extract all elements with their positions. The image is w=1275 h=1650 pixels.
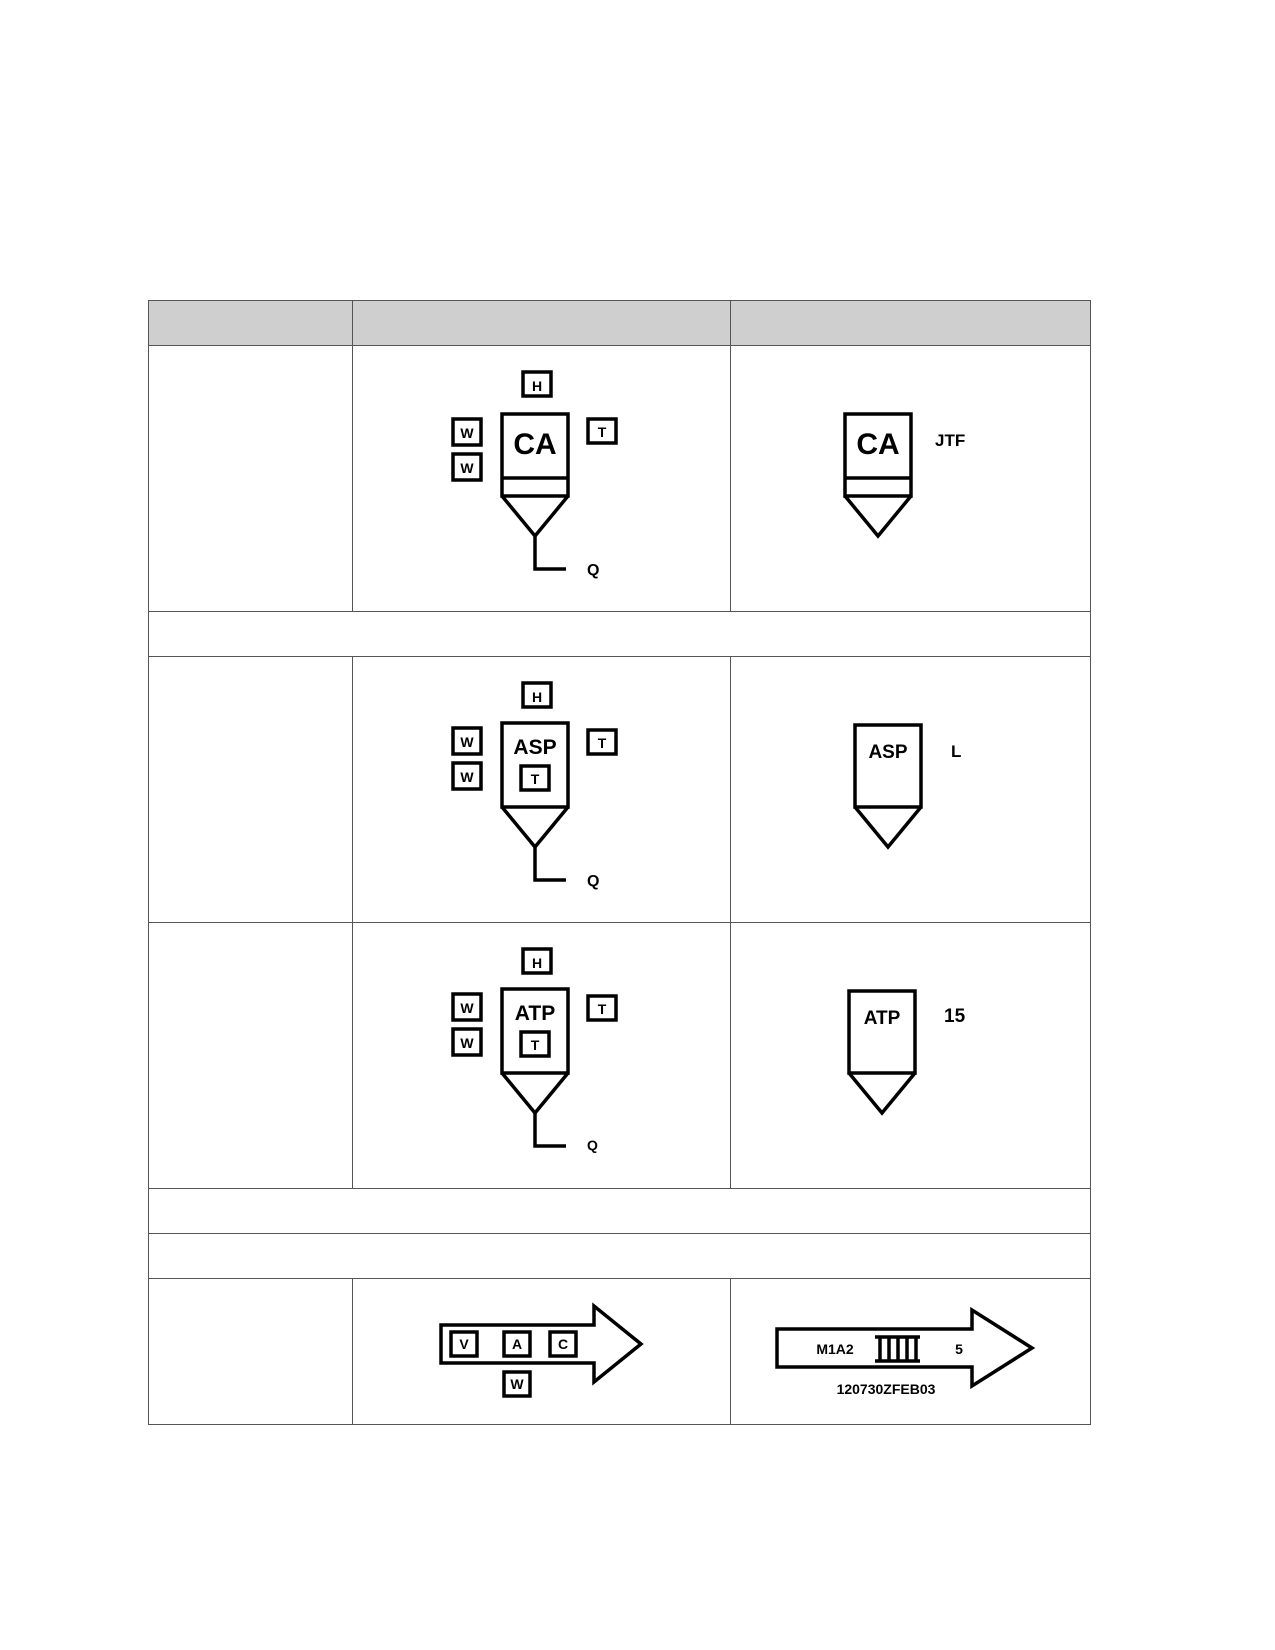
main-frame bbox=[499, 987, 570, 1075]
row-label bbox=[148, 345, 353, 612]
section-separator bbox=[148, 611, 1091, 657]
inner-box-label: T bbox=[530, 771, 539, 787]
top-box-label: H bbox=[531, 689, 541, 705]
right-box-frame bbox=[585, 728, 618, 756]
right-box-label: T bbox=[597, 735, 606, 751]
left-box-label: W bbox=[460, 1000, 474, 1016]
header-col-2 bbox=[352, 300, 731, 346]
below-box-frame bbox=[501, 1370, 532, 1398]
left-box-frame bbox=[450, 726, 483, 756]
inner-box-label: T bbox=[530, 1037, 539, 1053]
table-row: H W W T CA Q CA JTF bbox=[148, 345, 1091, 612]
arrow-box-label: A bbox=[511, 1336, 521, 1352]
main-frame bbox=[499, 412, 570, 498]
side-label: JTF bbox=[935, 431, 965, 450]
header-col-1 bbox=[148, 300, 353, 346]
left-box-frame bbox=[450, 452, 483, 482]
section-separator-row bbox=[148, 1233, 1091, 1279]
asp-template-symbol: H W W T ASP T Q bbox=[450, 681, 618, 890]
main-symbol-label: CA bbox=[856, 428, 899, 461]
main-frame bbox=[842, 412, 913, 498]
section-separator bbox=[148, 1233, 1091, 1279]
left-box-label: W bbox=[460, 460, 474, 476]
left-box-frame bbox=[450, 1027, 483, 1057]
dtg-label: 120730ZFEB03 bbox=[836, 1381, 935, 1397]
side-label: 15 bbox=[944, 1006, 966, 1027]
side-label: L bbox=[951, 742, 961, 761]
count-label: 5 bbox=[955, 1341, 963, 1357]
top-box-frame bbox=[520, 681, 553, 709]
asp-example-symbol: ASP L bbox=[852, 723, 961, 850]
table-header-row bbox=[148, 300, 1091, 346]
main-symbol-label: ATP bbox=[514, 1002, 554, 1025]
top-box-label: H bbox=[531, 378, 541, 394]
ca-template-symbol: H W W T CA Q bbox=[450, 370, 618, 579]
stem-label: Q bbox=[587, 873, 599, 890]
right-box-label: T bbox=[597, 1001, 606, 1017]
unit-label: M1A2 bbox=[816, 1341, 854, 1357]
table-row: V A C W M1A2 5 120730Z bbox=[148, 1278, 1091, 1425]
table-row: H W W T ATP T Q ATP 15 bbox=[148, 922, 1091, 1189]
example-cell: ATP 15 bbox=[730, 922, 1091, 1189]
section-separator-row bbox=[148, 1188, 1091, 1234]
below-box-label: W bbox=[510, 1376, 524, 1392]
arrow-box-label: V bbox=[459, 1336, 469, 1352]
main-symbol-label: CA bbox=[513, 428, 556, 461]
movement-arrow-example: M1A2 5 120730ZFEB03 bbox=[774, 1306, 1035, 1397]
inner-box-frame bbox=[518, 764, 551, 792]
right-box-label: T bbox=[597, 424, 606, 440]
example-cell: M1A2 5 120730ZFEB03 bbox=[730, 1278, 1091, 1425]
header-col-3 bbox=[730, 300, 1091, 346]
symbol-reference-table: H W W T CA Q CA JTF bbox=[148, 300, 1091, 1425]
arrow-outline bbox=[438, 1302, 644, 1386]
arrow-box-frame bbox=[501, 1330, 532, 1358]
section-separator-row bbox=[148, 611, 1091, 657]
example-cell: CA JTF bbox=[730, 345, 1091, 612]
main-symbol-label: ASP bbox=[868, 742, 907, 763]
movement-arrow-template: V A C W bbox=[438, 1302, 644, 1398]
template-cell: H W W T CA Q bbox=[352, 345, 731, 612]
template-cell: H W W T ASP T Q bbox=[352, 656, 731, 923]
right-box-frame bbox=[585, 994, 618, 1022]
inner-box-frame bbox=[518, 1030, 551, 1058]
ca-example-symbol: CA JTF bbox=[842, 412, 965, 539]
main-frame bbox=[499, 721, 570, 809]
top-box-frame bbox=[520, 370, 553, 398]
arrow-box-label: C bbox=[557, 1336, 567, 1352]
stem-label: Q bbox=[587, 562, 599, 579]
top-box-label: H bbox=[531, 955, 541, 971]
atp-example-symbol: ATP 15 bbox=[846, 989, 966, 1116]
atp-template-symbol: H W W T ATP T Q bbox=[450, 947, 618, 1153]
table-row: H W W T ASP T Q ASP L bbox=[148, 656, 1091, 923]
left-box-frame bbox=[450, 761, 483, 791]
stem-label: Q bbox=[587, 1137, 598, 1153]
left-box-label: W bbox=[460, 769, 474, 785]
section-separator bbox=[148, 1188, 1091, 1234]
arrow-outline bbox=[774, 1306, 1035, 1390]
example-cell: ASP L bbox=[730, 656, 1091, 923]
arrow-box-frame bbox=[547, 1330, 578, 1358]
main-symbol-label: ATP bbox=[863, 1008, 900, 1029]
top-box-frame bbox=[520, 947, 553, 975]
left-box-frame bbox=[450, 992, 483, 1022]
main-symbol-label: ASP bbox=[513, 736, 556, 759]
template-cell: V A C W bbox=[352, 1278, 731, 1425]
arrow-box-frame bbox=[448, 1330, 479, 1358]
row-label bbox=[148, 1278, 353, 1425]
row-label bbox=[148, 656, 353, 923]
left-box-frame bbox=[450, 417, 483, 447]
main-frame bbox=[846, 989, 917, 1075]
left-box-label: W bbox=[460, 425, 474, 441]
left-box-label: W bbox=[460, 1035, 474, 1051]
right-box-frame bbox=[585, 417, 618, 445]
row-label bbox=[148, 922, 353, 1189]
left-box-label: W bbox=[460, 734, 474, 750]
template-cell: H W W T ATP T Q bbox=[352, 922, 731, 1189]
main-frame bbox=[852, 723, 923, 809]
